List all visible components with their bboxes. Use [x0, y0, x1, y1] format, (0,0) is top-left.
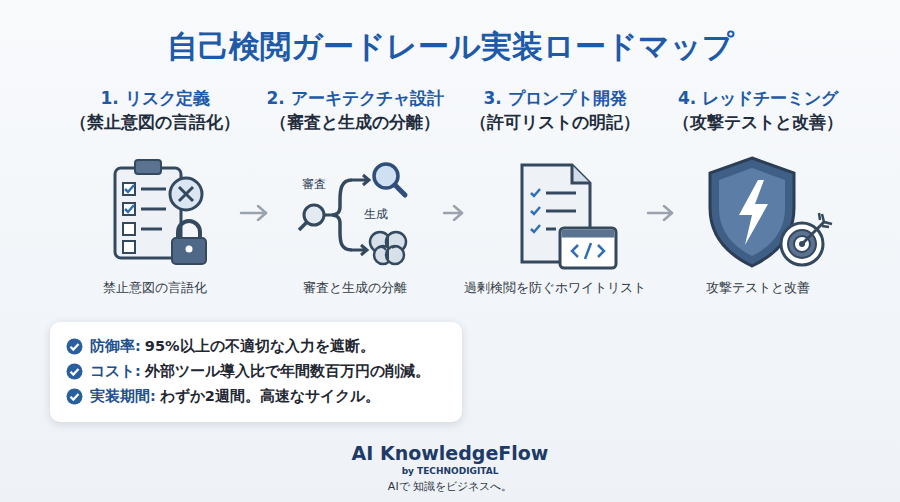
check-circle: [67, 364, 83, 380]
shield-icon: [710, 158, 832, 266]
arrow-fletching: [819, 213, 832, 227]
check-mark: [71, 369, 79, 375]
diagram-title: 自己検閲ガードレール実装ロードマップ: [0, 26, 900, 66]
checkbox: [123, 183, 135, 195]
code-window: [560, 228, 616, 268]
icon-label: 審査: [296, 176, 332, 192]
x-mark: [179, 187, 193, 201]
brain-fold: [378, 235, 401, 262]
check-mark: [71, 344, 79, 350]
step-subheading: （許可リストの明記）: [462, 110, 648, 134]
metric-value: わずか2週間。高速なサイクル。: [160, 387, 380, 406]
check-icon: [66, 388, 83, 405]
metric-row: 防御率:95%以上の不適切な入力を遮断。: [66, 334, 446, 359]
step-caption: 攻撃テストと改善: [672, 279, 844, 297]
list-line: [141, 228, 162, 231]
metric-label: 実装期間:: [90, 387, 156, 406]
flow-arrow: [444, 212, 462, 215]
check-icon: [66, 363, 83, 380]
check-circle: [67, 339, 83, 355]
metric-row: コスト:外部ツール導入比で年間数百万円の削減。: [66, 359, 446, 384]
magnifier-handle: [299, 222, 307, 230]
brain-icon: [370, 232, 406, 264]
clipboard-clip: [135, 160, 161, 174]
padlock-body: [172, 238, 206, 264]
metric-label: コスト:: [90, 362, 141, 381]
list-line: [546, 228, 556, 231]
check-mark: [531, 189, 540, 196]
list-line: [141, 208, 166, 211]
step-subheading: （攻撃テストと改善）: [672, 110, 844, 134]
metric-value: 外部ツール導入比で年間数百万円の削減。: [145, 362, 430, 381]
branch-arrow: [352, 245, 367, 255]
metric-value: 95%以上の不適切な入力を遮断。: [145, 337, 375, 356]
step-subheading: （禁止意図の言語化）: [69, 110, 241, 134]
check-mark: [71, 394, 79, 400]
list-line: [546, 192, 576, 195]
flow-arrow: [241, 212, 266, 215]
roadmap-step: 1. リスク定義（禁止意図の言語化） 禁止意図の言語化: [69, 86, 241, 297]
metric-label: 防御率:: [90, 337, 141, 356]
document-icon: [522, 165, 616, 268]
step-heading: 1. リスク定義: [69, 86, 241, 110]
clipboard-icon: [115, 160, 206, 264]
metrics-panel: 防御率:95%以上の不適切な入力を遮断。コスト:外部ツール導入比で年間数百万円の…: [50, 322, 462, 422]
brand-byline: by TECHNODIGITAL: [300, 465, 600, 477]
check-mark: [531, 207, 540, 214]
roadmap-step: 4. レッドチーミング（攻撃テストと改善） 攻撃テストと改善: [672, 86, 844, 297]
metric-row: 実装期間:わずか2週間。高速なサイクル。: [66, 384, 446, 409]
step-heading: 4. レッドチーミング: [672, 86, 844, 110]
magnifier-handle: [395, 185, 405, 195]
checkbox: [123, 203, 135, 215]
document-fold: [572, 165, 590, 183]
brand-name: AI KnowledgeFlow: [300, 441, 600, 466]
code-window-bar: [562, 230, 615, 238]
flow-arrow: [648, 212, 672, 215]
check-mark: [125, 205, 134, 212]
step-caption: 審査と生成の分離: [266, 279, 444, 297]
step-heading: 2. アーキテクチャ設計: [266, 86, 444, 110]
check-mark: [531, 225, 540, 232]
checkbox: [123, 223, 135, 235]
keyhole: [186, 246, 193, 253]
split-brace: [332, 180, 352, 250]
shield-inner: [719, 168, 785, 256]
checkbox: [123, 241, 135, 253]
target-arrow: [802, 222, 824, 244]
list-line: [141, 188, 166, 191]
branch-arrow: [352, 175, 369, 185]
x-circle: [170, 178, 202, 210]
step-heading: 3. プロンプト開発: [462, 86, 648, 110]
step-subheading: （審査と生成の分離）: [266, 110, 444, 134]
icon-label: 生成: [358, 206, 394, 222]
brand-tagline: AIで 知識をビジネスへ。: [300, 480, 600, 494]
step-caption: 過剰検閲を防ぐホワイトリスト: [462, 279, 648, 297]
code-symbol: [572, 243, 604, 259]
roadmap-step: 2. アーキテクチャ設計（審査と生成の分離） 審査と生成の分離: [266, 86, 444, 297]
roadmap-step: 3. プロンプト開発（許可リストの明記） 過剰検閲を防ぐホワイトリスト: [462, 86, 648, 297]
connector-stub: [324, 214, 332, 217]
check-icon: [66, 338, 83, 355]
lightning-bolt: [739, 180, 768, 245]
check-mark: [125, 185, 134, 192]
list-line: [546, 210, 576, 213]
check-circle: [67, 389, 83, 405]
target-ring: [781, 223, 823, 265]
step-caption: 禁止意図の言語化: [69, 279, 241, 297]
